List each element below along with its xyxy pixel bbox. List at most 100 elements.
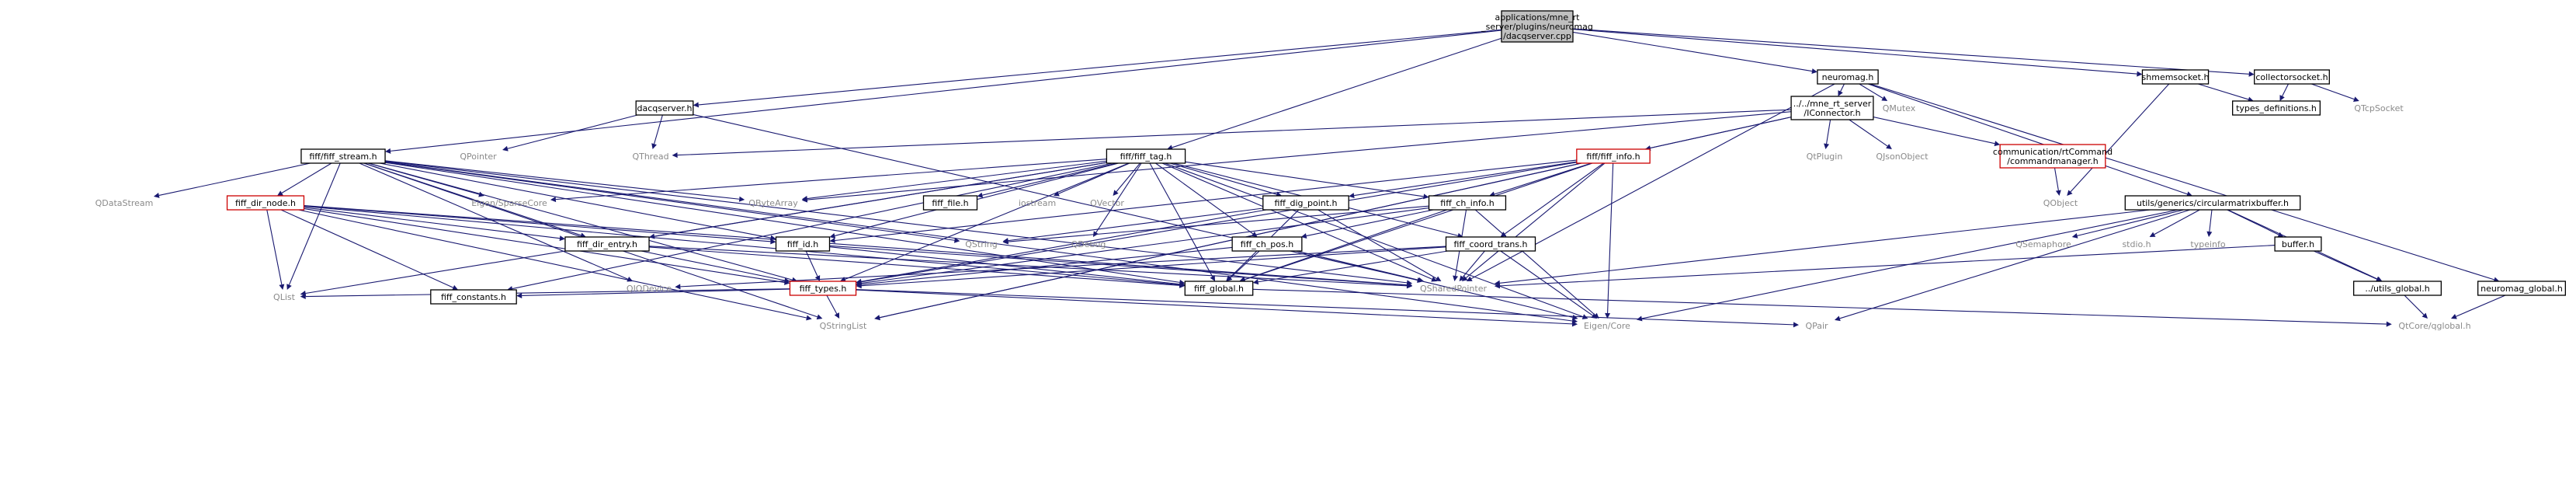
node-qpointer: QPointer (460, 152, 497, 162)
edge-root-to-fiff_stream_h (390, 30, 1502, 152)
edge-shmemsocket_h-to-qobject (2070, 83, 2170, 193)
node-label: QDataStream (95, 198, 154, 208)
node-fiff-stream-h[interactable]: fiff/fiff_stream.h (300, 148, 386, 164)
arrowhead-iconnector_h-to-qthread (672, 152, 678, 159)
node-label: QByteArray (748, 198, 798, 208)
node-shmemsocket-h[interactable]: shmemsocket.h (2142, 69, 2210, 85)
node-fiff-dir-entry-h[interactable]: fiff_dir_entry.h (564, 236, 650, 252)
edge-utils_global_h-to-qtcore_qglobal_h (2404, 295, 2425, 315)
arrowhead-fiff_id_h-to-qsharedpointer (1406, 282, 1413, 288)
node-label: QJsonObject (1876, 152, 1929, 162)
edge-fiff_types_h-to-qpair (856, 289, 1794, 326)
edge-fiff_stream_h-to-qiodevice (359, 162, 628, 280)
node-buffer-h[interactable]: buffer.h (2274, 236, 2322, 252)
node-collectorsocket-h[interactable]: collectorsocket.h (2254, 69, 2330, 85)
node-label: QIODevice (627, 284, 672, 294)
arrowhead-fiff_info_h-to-fiff_dig_point_h (1349, 193, 1355, 199)
edge-fiff_coord_trans_h-to-qiodevice (680, 246, 1446, 288)
node-fiff-dig-point-h[interactable]: fiff_dig_point.h (1262, 195, 1349, 211)
node-qdebug: QDebug (1071, 239, 1106, 249)
node-label: fiff_dir_entry.h (577, 239, 637, 249)
arrowhead-fiff_stream_h-to-qstring (953, 237, 960, 243)
node-fiff-id-h[interactable]: fiff_id.h (775, 236, 831, 252)
edge-fiff_info_h-to-qsharedpointer (1465, 162, 1606, 278)
arrowhead-fiff_coord_trans_h-to-qsharedpointer (1459, 275, 1465, 281)
node-circularmatrixbuffer-h[interactable]: utils/generics/circularmatrixbuffer.h (2124, 195, 2301, 211)
arrowhead-fiff_ch_info_h-to-qsharedpointer (1453, 275, 1459, 281)
node-dacqserver-h[interactable]: dacqserver.h (635, 100, 694, 116)
arrowhead-buffer_h-to-utils_global_h (2375, 276, 2382, 282)
node-box (2477, 281, 2566, 296)
node-qvector: QVector (1090, 198, 1124, 208)
node-typeinfo: typeinfo (2190, 239, 2225, 249)
node-box (300, 148, 386, 164)
edge-fiff_stream_h-to-qsharedpointer (384, 160, 1408, 284)
edge-fiff_info_h-to-qstringlist (879, 162, 1582, 319)
arrowhead-neuromag_global_h-to-qtcore_qglobal_h (2451, 314, 2457, 319)
node-fiff-tag-h[interactable]: fiff/fiff_tag.h (1106, 148, 1186, 164)
edge-fiff_tag_h-to-qsharedpointer (1161, 162, 1432, 280)
node-label: QDebug (1071, 239, 1106, 249)
node-fiff-types-h[interactable]: fiff_types.h (789, 281, 857, 296)
node-iconnector-h[interactable]: ../../mne_rt_server/IConnector.h (1790, 96, 1874, 120)
arrowhead-fiff_info_h-to-qstringlist (874, 315, 880, 321)
node-neuromag-global-h[interactable]: neuromag_global.h (2477, 281, 2566, 296)
edge-fiff_stream_h-to-fiff_id_h (380, 162, 771, 239)
edge-fiff_stream_h-to-fiff_dir_node_h (281, 162, 332, 193)
edge-root-to-neuromag_h (1572, 31, 1813, 72)
node-label: buffer.h (2282, 239, 2314, 249)
node-neuromag-h[interactable]: neuromag.h (1817, 69, 1879, 85)
edge-neuromag_h-to-neuromag_global_h (1870, 83, 2494, 281)
edge-fiff_dir_entry_h-to-fiff_global_h (649, 246, 1180, 286)
arrowhead-fiff_types_h-to-fiff_constants_h (516, 292, 522, 298)
edge-fiff_dig_point_h-to-qsharedpointer (1318, 209, 1437, 279)
node-fiff-ch-info-h[interactable]: fiff_ch_info.h (1428, 195, 1507, 211)
node-label: _server/plugins/neuromag (1481, 22, 1593, 32)
node-box (1501, 10, 1574, 43)
node-qtplugin: QtPlugin (1807, 152, 1843, 162)
arrowhead-fiff_ch_info_h-to-qstring (1002, 239, 1009, 245)
node-fiff-coord-trans-h[interactable]: fiff_coord_trans.h (1445, 236, 1536, 252)
node-commandmanager-h[interactable]: communication/rtCommand/commandmanager.h (1993, 144, 2113, 169)
node-qtcpsocket: QTcpSocket (2354, 103, 2404, 113)
node-label: QtPlugin (1807, 152, 1843, 162)
node-label: collectorsocket.h (2255, 72, 2328, 82)
edge-fiff_info_h-to-fiff_global_h (1245, 162, 1593, 281)
node-root[interactable]: applications/mne_rt_server/plugins/neuro… (1481, 10, 1593, 43)
node-qiodevice: QIODevice (627, 284, 672, 294)
node-label: fiff_id.h (787, 239, 819, 249)
node-fiff-constants-h[interactable]: fiff_constants.h (430, 289, 517, 305)
edge-dacqserver_h-to-qpointer (507, 114, 638, 149)
edge-fiff_dir_node_h-to-fiff_global_h (304, 205, 1180, 286)
arrowhead-utils_global_h-to-qtcore_qglobal_h (2422, 312, 2428, 319)
edge-fiff_tag_h-to-fiff_file_h (982, 162, 1117, 196)
edge-circularmatrixbuffer_h-to-qsharedpointer (1499, 209, 2151, 284)
edge-fiff_stream_h-to-qbytearray (384, 160, 740, 200)
arrowhead-fiff_tag_h-to-fiff_types_h (840, 277, 846, 282)
edge-root-to-fiff_tag_h (1172, 37, 1502, 148)
node-utils-global-h[interactable]: ../utils_global.h (2352, 281, 2442, 296)
node-iostream: iostream (1019, 198, 1056, 208)
arrowhead-fiff_stream_h-to-qbytearray (738, 196, 745, 202)
node-box (1184, 281, 1254, 296)
node-fiff-global-h[interactable]: fiff_global.h (1184, 281, 1254, 296)
edge-iconnector_h-to-commandmanager_h (1873, 117, 1995, 145)
node-types-definitions-h[interactable]: types_definitions.h (2231, 100, 2321, 116)
node-fiff-info-h[interactable]: fiff/fiff_info.h (1576, 148, 1651, 164)
edge-fiff_dir_node_h-to-fiff_dir_entry_h (304, 207, 561, 239)
edge-fiff_tag_h-to-qdebug (1095, 162, 1142, 233)
node-fiff-dir-node-h[interactable]: fiff_dir_node.h (226, 195, 305, 211)
edge-fiff_dir_entry_h-to-qsharedpointer (649, 246, 1408, 287)
node-label: /dacqserver.cpp (1503, 31, 1571, 41)
arrowhead-fiff_types_h-to-qpair (1793, 322, 1799, 328)
edge-fiff_tag_h-to-fiff_global_h (1149, 162, 1213, 277)
node-qsemaphore: QSemaphore (2015, 239, 2071, 249)
node-label: utils/generics/circularmatrixbuffer.h (2137, 198, 2289, 208)
arrowhead-fiff_tag_h-to-qvector (1113, 190, 1119, 196)
arrowhead-iconnector_h-to-commandmanager_h (1994, 141, 2001, 147)
edge-circularmatrixbuffer_h-to-typeinfo (2209, 209, 2213, 232)
node-box (789, 281, 857, 296)
node-fiff-ch-pos-h[interactable]: fiff_ch_pos.h (1231, 236, 1303, 252)
node-fiff-file-h[interactable]: fiff_file.h (922, 195, 978, 211)
edge-fiff_tag_h-to-fiff_ch_info_h (1185, 161, 1424, 197)
